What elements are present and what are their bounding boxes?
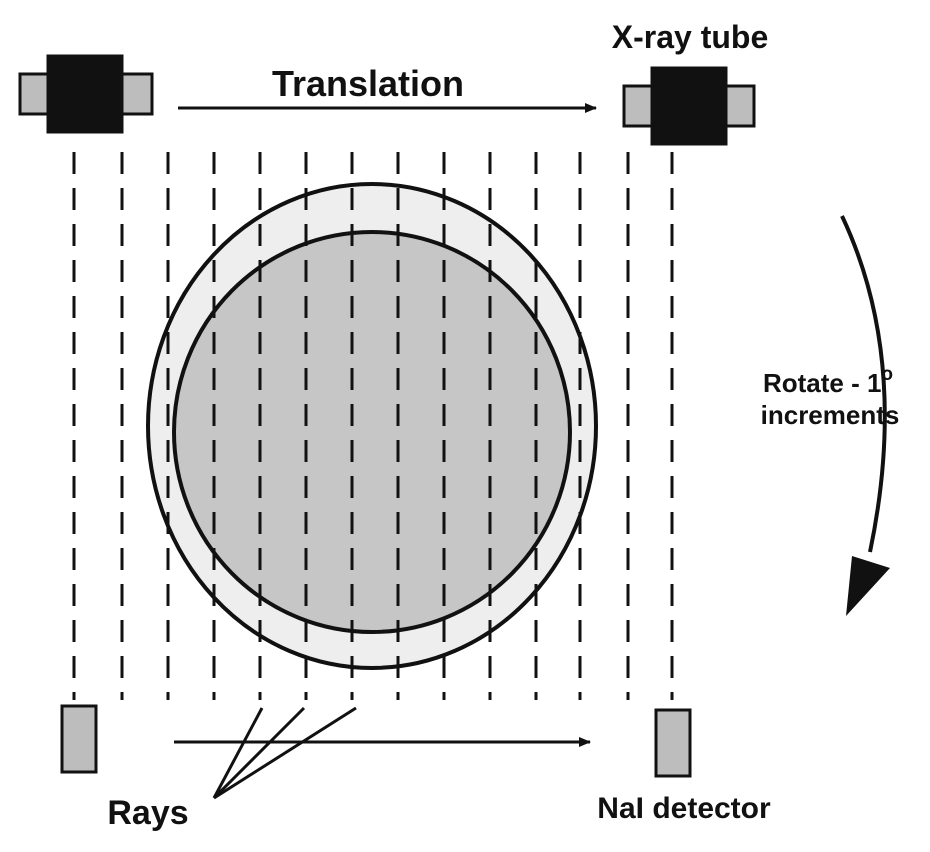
detector-right: [654, 708, 692, 778]
xray-tube-label: X-ray tube: [612, 19, 768, 55]
translation-label: Translation: [272, 63, 464, 104]
rotate-label-line2: increments: [761, 400, 900, 430]
rays-label: Rays: [107, 794, 188, 832]
degree-superscript: o: [881, 364, 893, 385]
detector-left: [60, 704, 98, 774]
parallel-rays: [72, 152, 674, 700]
rotation-arrowhead-icon: [846, 556, 890, 616]
xray-tube-left: [18, 54, 154, 134]
rotation-arrow: [840, 215, 887, 553]
rotate-text: Rotate - 1: [763, 368, 881, 398]
detector-label: NaI detector: [597, 792, 771, 825]
inner-disc: [172, 230, 572, 634]
rotate-label-line1: Rotate - 1o: [763, 364, 893, 398]
xray-tube-right: [622, 66, 756, 146]
rays-pointer-lines: [212, 706, 357, 800]
